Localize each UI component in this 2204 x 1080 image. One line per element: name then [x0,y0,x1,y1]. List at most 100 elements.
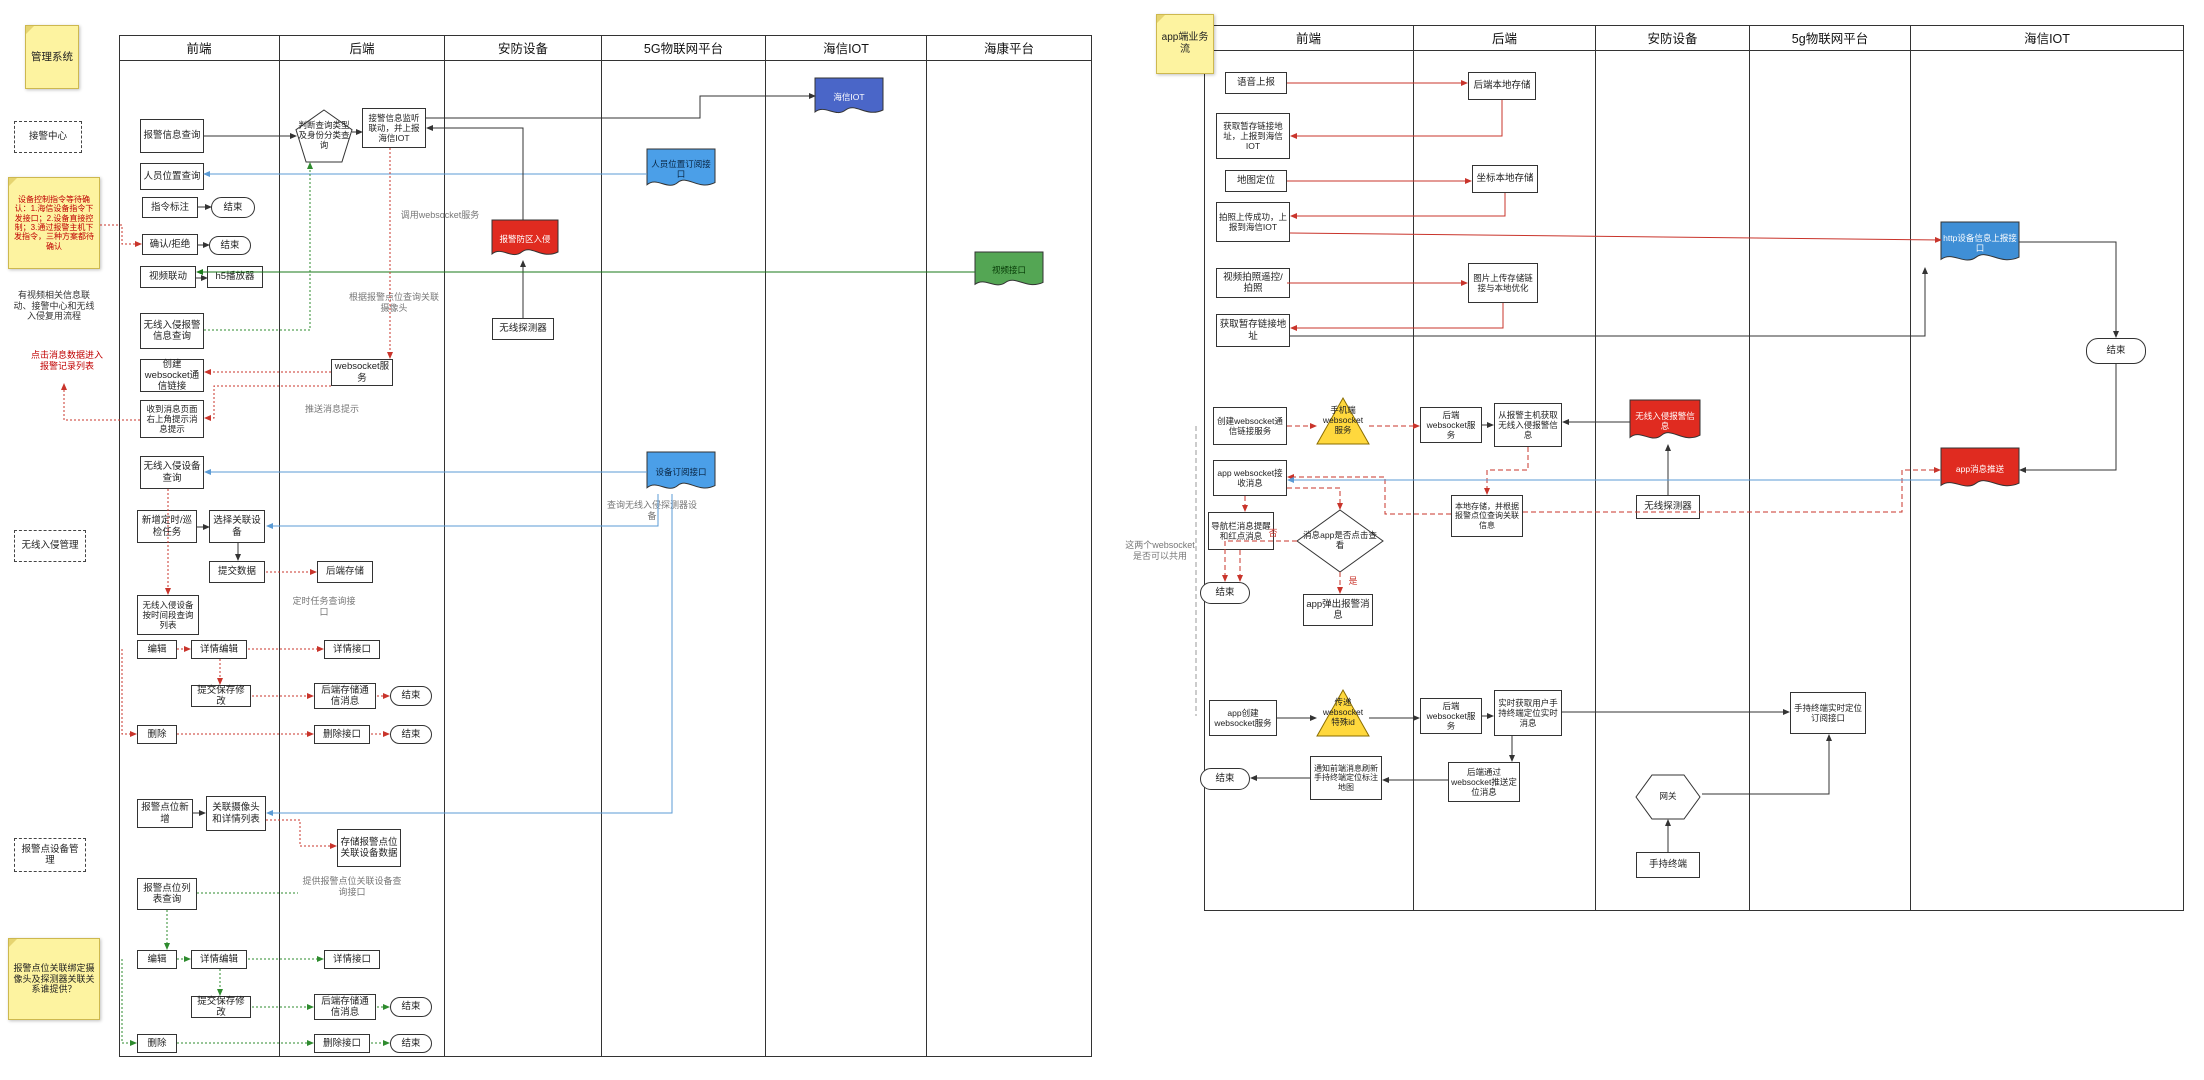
node-N8[interactable]: app端业务流 [1156,14,1214,74]
node-L02[interactable]: 人员位置查询 [140,163,204,190]
node-L09[interactable]: 无线入侵报警信息查询 [140,313,204,349]
node-R05[interactable]: 视频拍照遥控/拍照 [1216,268,1290,298]
node-L08[interactable]: h5播放器 [207,266,263,288]
node-L22[interactable]: 报警点位新增 [137,799,193,828]
node-Q06[interactable]: 本地存储，并根据报警点位查询关联信息 [1451,495,1523,537]
node-P01[interactable]: 手持终端实时定位订阅接口 [1790,692,1866,734]
node-L18[interactable]: 详情编辑 [191,640,247,659]
node-L24[interactable]: 报警点位列表查询 [137,878,197,910]
node-R02[interactable]: 获取暂存链接地址，上报到海信IOT [1216,113,1290,159]
node-Q07[interactable]: 后端websocket服务 [1420,698,1482,734]
annotation-management-system-flow-3: 定时任务查询接口 [292,596,356,617]
node-L10[interactable]: 创建websocket通信链接 [140,359,204,392]
node-F02[interactable]: 无线探测器 [1636,495,1700,519]
node-B05[interactable]: 后端存储通信消息 [314,683,376,709]
node-N5[interactable]: 无线入侵管理 [14,530,86,562]
node-R03[interactable]: 地图定位 [1225,170,1287,192]
node-B02[interactable]: 接警信息监听联动，并上报海信IOT [362,108,426,148]
node-K01[interactable]: 视频接口 [974,251,1044,290]
node-Q05[interactable]: 从报警主机获取无线入侵报警信息 [1494,403,1562,447]
node-L13[interactable]: 新增定时/巡检任务 [137,510,197,543]
node-F01[interactable]: 无线入侵报警信息 [1629,399,1701,444]
node-Q03[interactable]: 图片上传存储链接与本地优化 [1468,263,1538,303]
node-N7[interactable]: 报警点位关联绑定摄像头及探测器关联关系谁提供？ [8,938,100,1020]
node-L21[interactable]: 删除 [137,725,177,744]
node-R06[interactable]: 获取暂存链接地址 [1216,314,1290,347]
node-H01[interactable]: 海信IOT [814,77,884,118]
node-B01[interactable]: 判断查询类型及身份分类查询 [295,109,353,163]
node-B06[interactable]: 结束 [390,686,432,706]
node-B08[interactable]: 结束 [390,725,432,744]
node-G02[interactable]: 设备订阅接口 [646,451,716,494]
node-B10[interactable]: 后端存储通信消息 [314,994,376,1020]
node-L07[interactable]: 视频联动 [140,266,196,288]
lane-title: 后端 [1491,32,1517,46]
node-R01[interactable]: 语音上报 [1225,72,1287,94]
node-L28[interactable]: 提交保存修改 [191,996,251,1018]
node-L27[interactable]: 详情接口 [324,950,380,969]
node-N3[interactable]: 设备控制指令等待确认：1.海信设备指令下发接口；2.设备直接控制；3.通过报警主… [8,177,100,269]
node-L15[interactable]: 提交数据 [209,561,265,583]
lane-title: 5G物联网平台 [643,42,724,56]
node-R13[interactable]: app创建websocket服务 [1209,700,1277,736]
node-R12[interactable]: app弹出报警消息 [1303,594,1373,626]
node-L04[interactable]: 结束 [211,197,255,218]
node-label: 海信IOT [833,92,865,103]
node-S02[interactable]: 无线探测器 [492,318,554,340]
node-L20[interactable]: 提交保存修改 [191,685,251,707]
node-N6[interactable]: 报警点设备管理 [14,838,86,872]
node-S01[interactable]: 报警防区入侵 [491,219,559,260]
node-L06[interactable]: 结束 [209,236,251,255]
node-B13[interactable]: 结束 [390,1034,432,1053]
node-L19[interactable]: 详情接口 [324,640,380,659]
annotation-management-system-flow-1: 根据报警点位查询关联摄像头 [348,292,439,313]
node-R09[interactable]: 导航栏消息提醒和红点消息 [1208,512,1274,550]
node-R04[interactable]: 拍照上传成功，上报到海信IOT [1216,202,1290,242]
node-B04[interactable]: 后端存储 [317,561,373,583]
node-L26[interactable]: 详情编辑 [191,950,247,969]
node-R07[interactable]: 创建websocket通信链接服务 [1213,407,1287,445]
annotation-management-system-flow-6: 查询无线入侵探测器设备 [606,500,697,521]
node-B07[interactable]: 删除接口 [314,725,370,744]
annotation-management-system-flow-2: 推送消息提示 [304,404,359,414]
node-I01[interactable]: http设备信息上报接口 [1940,221,2020,266]
node-R11[interactable]: 消息app是否点击查看 [1296,509,1384,573]
node-L16[interactable]: 无线入侵设备按时间段查询列表 [137,595,199,635]
node-L17[interactable]: 编辑 [137,640,177,659]
swimlane-app-business-flow-0: 前端 [1204,25,1414,911]
node-I02[interactable]: app消息推送 [1940,447,2020,492]
node-R14[interactable]: 结束 [1200,768,1250,790]
node-T2[interactable]: 传递websocket特殊id [1316,688,1370,737]
node-Q08[interactable]: 实时获取用户手持终端定位实时消息 [1494,690,1562,736]
node-N1[interactable]: 管理系统 [25,25,79,89]
node-L11[interactable]: 收到消息页面右上角提示消息提示 [140,400,204,438]
node-Q01[interactable]: 后端本地存储 [1468,72,1536,100]
node-I03[interactable]: 结束 [2086,338,2146,364]
node-L29[interactable]: 删除 [137,1034,177,1053]
node-L01[interactable]: 报警信息查询 [140,119,204,153]
node-R08[interactable]: app websocket接收消息 [1213,460,1287,496]
node-Q02[interactable]: 坐标本地存储 [1472,165,1538,193]
lane-title: 前端 [1295,32,1321,46]
doc-shape [814,77,884,114]
node-Q09[interactable]: 后端通过websocket推送定位消息 [1448,762,1520,802]
node-Q04[interactable]: 后端websocket服务 [1420,407,1482,443]
node-G01[interactable]: 人员位置订阅接口 [646,148,716,191]
node-B11[interactable]: 结束 [390,997,432,1017]
node-L05[interactable]: 确认/拒绝 [142,234,198,255]
node-F04[interactable]: 手持终端 [1636,852,1700,878]
node-R15[interactable]: 通知前端消息刷新手持终端定位标注地图 [1310,756,1382,800]
node-R10[interactable]: 结束 [1200,582,1250,604]
node-N2[interactable]: 接警中心 [14,121,82,153]
node-L23[interactable]: 关联摄像头和详情列表 [206,796,266,831]
node-L14[interactable]: 选择关联设备 [209,510,265,543]
node-L03[interactable]: 指令标注 [142,197,198,218]
lane-header: 海信IOT [1911,25,2183,51]
node-F03[interactable]: 网关 [1635,774,1701,820]
node-B12[interactable]: 删除接口 [314,1034,370,1053]
node-B03[interactable]: websocket服务 [331,359,393,386]
node-B09[interactable]: 存储报警点位关联设备数据 [337,829,401,867]
node-L25[interactable]: 编辑 [137,950,177,969]
node-T1[interactable]: 手机端websocket服务 [1316,396,1370,445]
node-L12[interactable]: 无线入侵设备查询 [140,456,204,489]
